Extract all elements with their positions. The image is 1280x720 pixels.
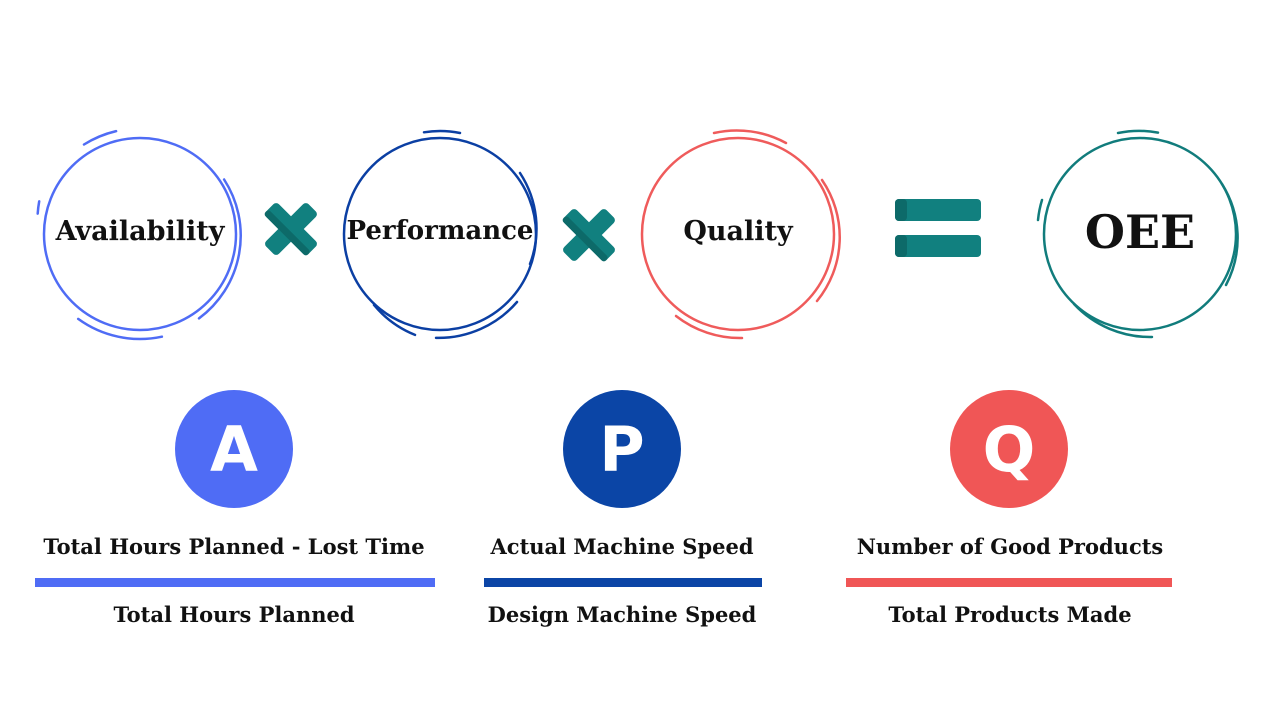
availability-fraction-bar bbox=[35, 578, 435, 587]
performance-label: Performance bbox=[346, 216, 534, 246]
availability-label: Availability bbox=[55, 216, 225, 247]
availability-numerator: Total Hours Planned - Lost Time bbox=[43, 534, 425, 559]
oee-ring bbox=[1036, 129, 1239, 339]
availability-letter: A bbox=[210, 412, 258, 486]
performance-letter: P bbox=[599, 412, 645, 486]
availability-ring bbox=[36, 129, 242, 341]
quality-letter: Q bbox=[982, 412, 1036, 486]
availability-badge: A bbox=[175, 390, 293, 508]
performance-numerator: Actual Machine Speed bbox=[490, 534, 754, 559]
quality-ring bbox=[640, 129, 841, 340]
availability-denominator: Total Hours Planned bbox=[113, 602, 355, 627]
multiply-icon bbox=[562, 209, 615, 262]
performance-fraction-bar bbox=[484, 578, 762, 587]
quality-denominator: Total Products Made bbox=[888, 602, 1132, 627]
quality-numerator: Number of Good Products bbox=[856, 534, 1164, 559]
quality-label: Quality bbox=[683, 216, 793, 247]
oee-label: OEE bbox=[1084, 205, 1196, 259]
performance-denominator: Design Machine Speed bbox=[487, 602, 757, 627]
equals-icon bbox=[895, 199, 981, 257]
quality-fraction-bar bbox=[846, 578, 1172, 587]
performance-ring bbox=[342, 129, 538, 340]
quality-badge: Q bbox=[950, 390, 1068, 508]
multiply-icon bbox=[264, 203, 317, 256]
performance-badge: P bbox=[563, 390, 681, 508]
